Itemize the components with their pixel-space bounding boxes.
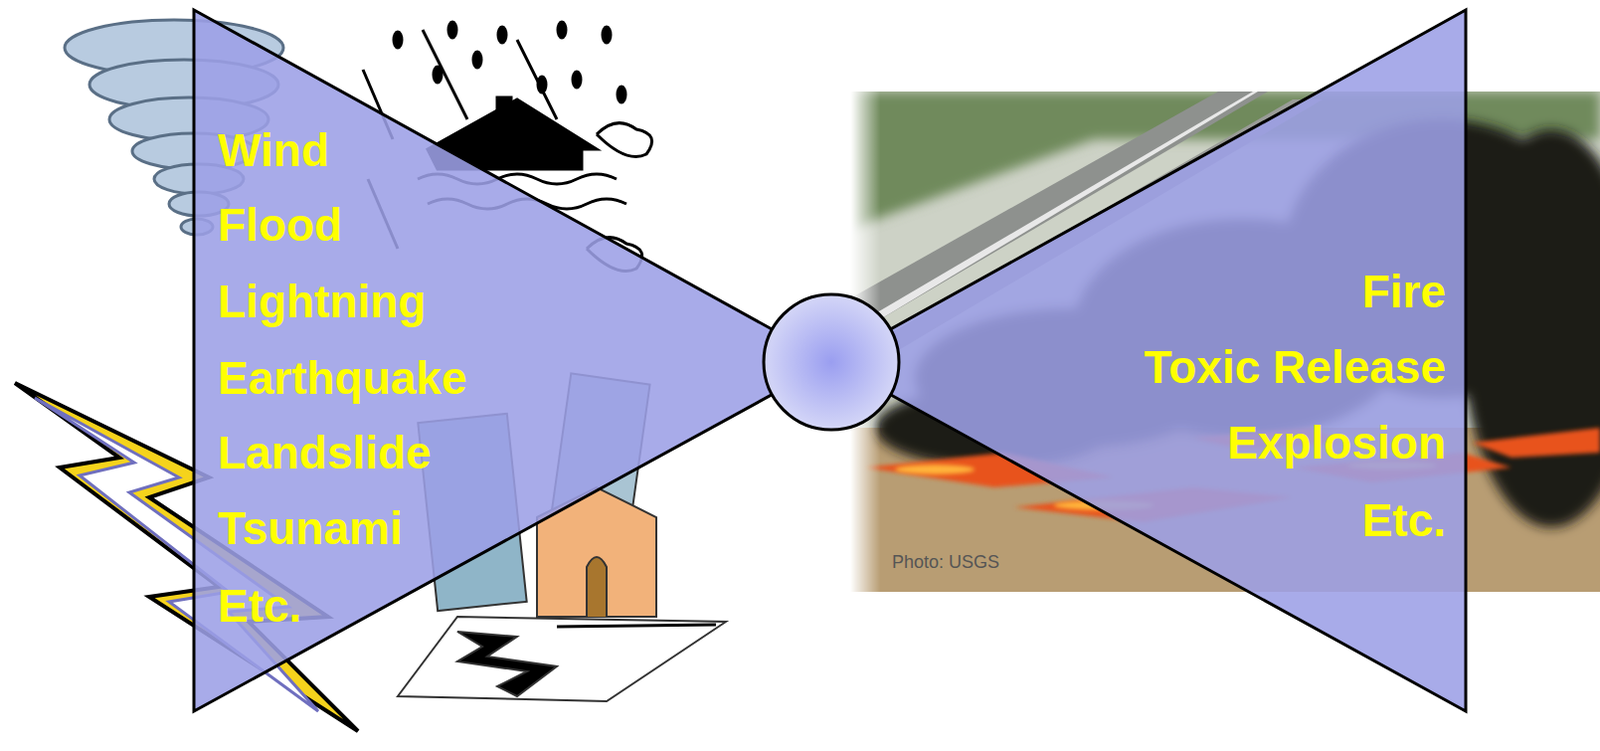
consequence-item: Toxic Release [1144,339,1446,395]
cause-item: Landslide [217,424,432,481]
cause-item: Flood [217,196,343,253]
consequence-item: Fire [1362,263,1446,320]
bow-tie-triangle: FireToxic ReleaseExplosionEtc. [831,9,1466,712]
consequence-item: Etc. [1362,492,1446,548]
cause-item: Lightning [217,273,426,330]
cause-item: Earthquake [217,350,468,406]
bow-tie-triangle: WindFloodLightningEarthquakeLandslideTsu… [193,9,832,712]
top-event-circle [763,294,899,430]
cause-item: Tsunami [217,500,403,556]
photo-credit: Photo: USGS [891,551,1000,573]
cause-item: Etc. [217,577,302,634]
consequence-item: Explosion [1227,414,1446,471]
cause-item: Wind [217,122,330,178]
